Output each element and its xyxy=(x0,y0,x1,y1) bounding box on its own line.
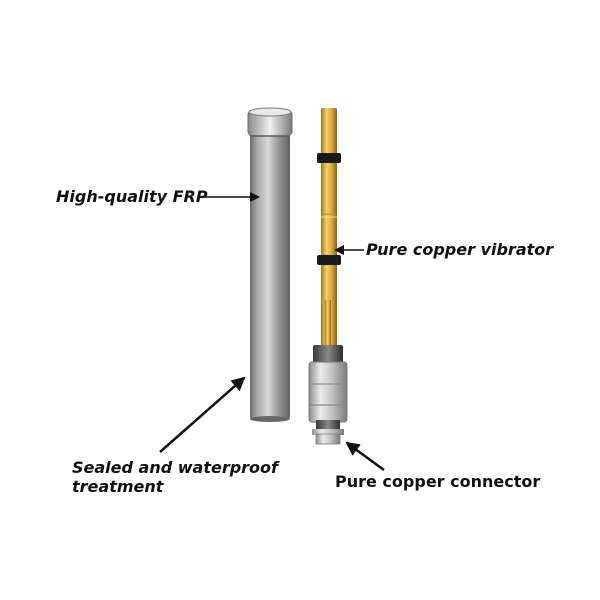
label-pure-copper-vibrator: Pure copper vibrator xyxy=(366,240,554,259)
label-sealed-line2: treatment xyxy=(72,477,164,496)
label-sealed-line1: Sealed and waterproof xyxy=(72,458,278,477)
label-sealed-waterproof: Sealed and waterproof treatment xyxy=(72,458,278,496)
copper-connector xyxy=(308,345,348,445)
label-high-quality-frp: High-quality FRP xyxy=(56,187,208,206)
vibrator-band-top xyxy=(317,153,341,163)
arrow-connector xyxy=(345,441,385,472)
label-pure-copper-connector: Pure copper connector xyxy=(335,472,541,491)
arrow-sealed xyxy=(159,376,246,453)
frp-tube xyxy=(247,107,293,422)
copper-vibrator xyxy=(317,108,341,348)
vibrator-band-bottom xyxy=(317,255,341,265)
